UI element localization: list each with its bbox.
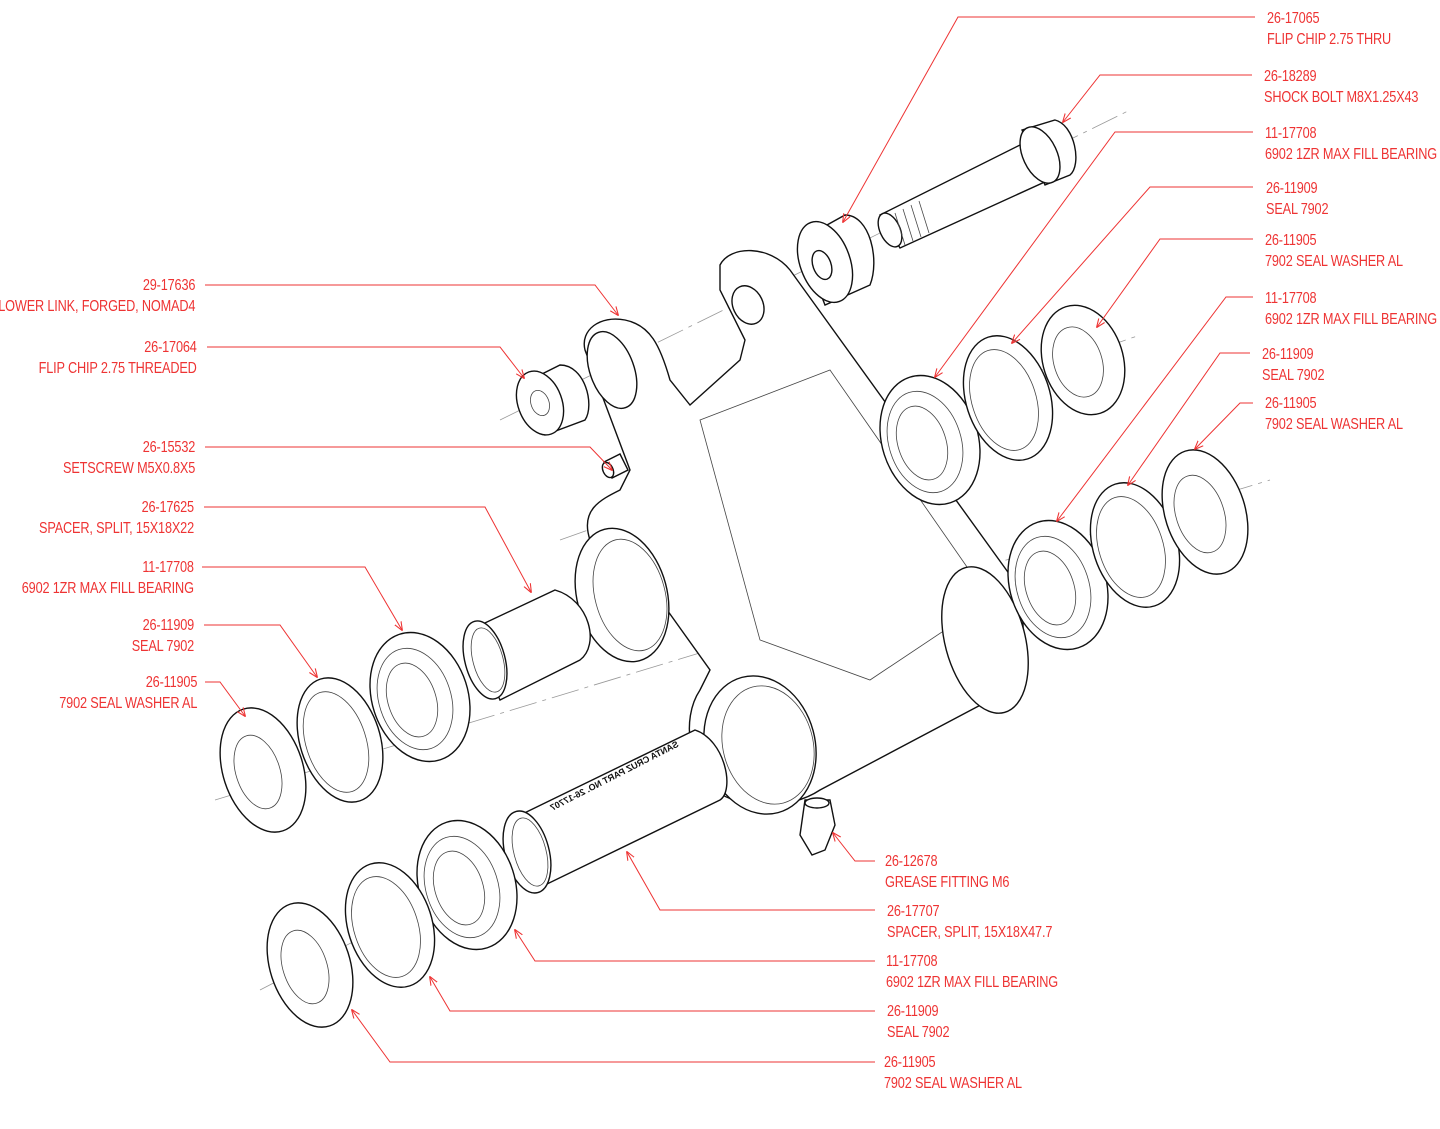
- part-description: SETSCREW M5X0.8X5: [62, 460, 195, 477]
- part-description: SEAL 7902: [1262, 367, 1325, 384]
- leader-line: [1057, 296, 1253, 521]
- part-number: 26-12678: [885, 853, 938, 870]
- leader-line: [352, 1010, 875, 1063]
- part-number: 26-11909: [1266, 180, 1318, 197]
- leader-line: [202, 566, 402, 630]
- callout-washer-lower-right: 26-11905 7902 SEAL WASHER AL: [1265, 393, 1403, 435]
- part-description: 7902 SEAL WASHER AL: [59, 695, 197, 712]
- part-number: 26-15532: [142, 439, 196, 456]
- leader-line: [207, 346, 524, 378]
- bearing-left-part: [369, 631, 471, 763]
- part-number: 11-17708: [1265, 290, 1317, 307]
- part-description: SPACER, SPLIT, 15X18X47.7: [887, 924, 1053, 941]
- spacer-long-part: [502, 729, 728, 894]
- callout-bearing-left: 11-17708 6902 1ZR MAX FILL BEARING: [22, 557, 194, 599]
- lower-link-part: [574, 249, 1029, 815]
- part-description: FLIP CHIP 2.75 THREADED: [39, 360, 197, 377]
- part-description: SHOCK BOLT M8X1.25X43: [1264, 89, 1419, 106]
- leader-line: [515, 930, 875, 962]
- bearing-bottom-part: [416, 819, 518, 951]
- washer-bottom-part: [266, 902, 354, 1028]
- leader-lines: [202, 16, 1255, 1063]
- flip-chip-thru-part: [796, 214, 875, 306]
- part-description: FLIP CHIP 2.75 THRU: [1267, 31, 1392, 48]
- part-number: 26-11909: [1262, 346, 1314, 363]
- part-number: 26-11909: [887, 1003, 939, 1020]
- setscrew-part: [601, 453, 629, 479]
- part-number: 26-11905: [145, 674, 198, 691]
- part-description: GREASE FITTING M6: [885, 874, 1010, 891]
- leader-line: [833, 833, 875, 862]
- flip-chip-threaded-part: [515, 364, 590, 436]
- part-number: 26-11909: [142, 617, 195, 634]
- leader-line: [627, 852, 875, 911]
- seal-upper-right-part: [962, 335, 1054, 461]
- callout-bearing-bottom: 11-17708 6902 1ZR MAX FILL BEARING: [886, 951, 1058, 993]
- part-number: 26-11905: [884, 1054, 936, 1071]
- leader-line: [205, 284, 618, 315]
- callout-washer-left: 26-11905 7902 SEAL WASHER AL: [59, 672, 197, 714]
- part-description: 7902 SEAL WASHER AL: [1265, 416, 1403, 433]
- part-number: 26-17625: [141, 499, 195, 516]
- leader-line: [204, 506, 531, 592]
- part-description: 7902 SEAL WASHER AL: [884, 1075, 1022, 1092]
- leader-line: [1063, 74, 1252, 122]
- seal-bottom-part: [344, 862, 436, 988]
- callout-washer-bottom: 26-11905 7902 SEAL WASHER AL: [884, 1052, 1022, 1094]
- shock-bolt-part: [877, 119, 1077, 249]
- part-description: SPACER, SPLIT, 15X18X22: [39, 520, 194, 537]
- leader-line: [430, 977, 875, 1012]
- grease-fitting-part: [799, 797, 836, 856]
- part-number: 11-17708: [886, 953, 938, 970]
- leader-line: [1128, 352, 1250, 485]
- part-number: 11-17708: [1265, 125, 1317, 142]
- part-description: 6902 1ZR MAX FILL BEARING: [886, 974, 1059, 991]
- part-number: 29-17636: [142, 277, 196, 294]
- callout-bearing-lower-right: 11-17708 6902 1ZR MAX FILL BEARING: [1265, 288, 1437, 330]
- part-description: 6902 1ZR MAX FILL BEARING: [21, 580, 194, 597]
- leader-line: [843, 16, 1255, 222]
- leader-line: [204, 624, 317, 677]
- leader-line: [935, 131, 1253, 377]
- part-description: LOWER LINK, FORGED, NOMAD4: [0, 298, 195, 315]
- washer-upper-right-part: [1040, 304, 1126, 416]
- leader-line: [1012, 186, 1253, 343]
- seal-left-part: [296, 677, 384, 803]
- leader-line: [1097, 238, 1253, 327]
- part-description: SEAL 7902: [1266, 201, 1329, 218]
- part-number: 26-17065: [1267, 10, 1320, 27]
- part-description: 6902 1ZR MAX FILL BEARING: [1265, 311, 1438, 328]
- part-description: SEAL 7902: [131, 638, 195, 655]
- part-number: 26-18289: [1264, 68, 1317, 85]
- part-description: SEAL 7902: [887, 1024, 950, 1041]
- callout-washer-upper-right: 26-11905 7902 SEAL WASHER AL: [1265, 230, 1403, 272]
- part-number: 26-11905: [1265, 232, 1317, 249]
- part-number: 26-11905: [1265, 395, 1317, 412]
- leader-line: [205, 681, 245, 716]
- washer-lower-right-part: [1161, 449, 1249, 575]
- part-number: 26-17064: [144, 339, 198, 356]
- callout-bearing-upper-right: 11-17708 6902 1ZR MAX FILL BEARING: [1265, 123, 1437, 165]
- part-number: 26-17707: [887, 903, 940, 920]
- leader-line: [1195, 402, 1253, 449]
- spacer-short-part: [462, 589, 591, 701]
- part-number: 11-17708: [142, 559, 195, 576]
- leader-line: [205, 446, 612, 470]
- part-description: 7902 SEAL WASHER AL: [1265, 253, 1403, 270]
- part-description: 6902 1ZR MAX FILL BEARING: [1265, 146, 1438, 163]
